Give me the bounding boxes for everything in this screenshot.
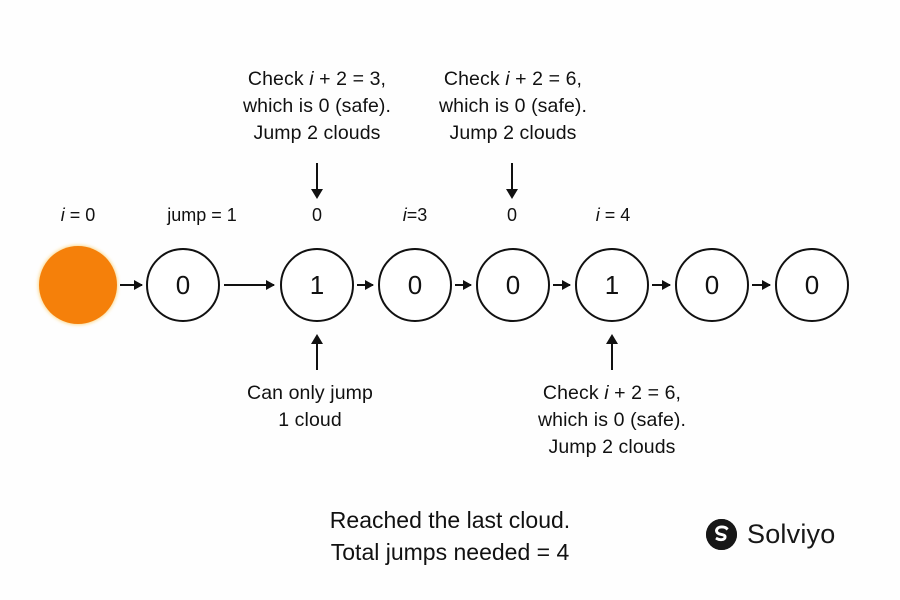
tick-label-i-3: i=3	[402, 205, 428, 225]
pointer-arrow-up-2	[611, 343, 613, 370]
cloud-4[interactable]: 0	[476, 248, 550, 322]
pointer-arrow-down-1	[316, 163, 318, 190]
tick-label-i-0: i = 0	[60, 205, 96, 225]
tick-label-jump-1: jump = 1	[167, 205, 237, 225]
cloud-start[interactable]	[39, 246, 117, 324]
note-top-right-line-3: Jump 2 clouds	[449, 122, 577, 144]
note-bottom-right-line-2: which is 0 (safe).	[537, 409, 687, 431]
note-top-left-line-1: Check i + 2 = 3,	[247, 68, 387, 90]
cloud-6[interactable]: 0	[675, 248, 749, 322]
cloud-1-value: 0	[175, 269, 191, 300]
note-top-left: Check i + 2 = 3, which is 0 (safe). Jump…	[167, 66, 467, 147]
note-top-left-line-3: Jump 2 clouds	[253, 122, 381, 144]
brand-logo: Solviyo	[706, 519, 835, 550]
cloud-1[interactable]: 0	[146, 248, 220, 322]
note-bottom-left-line-1: Can only jump	[247, 382, 373, 404]
cloud-2[interactable]: 1	[280, 248, 354, 322]
cloud-4-value: 0	[505, 269, 521, 300]
connector-5-to-6	[652, 284, 670, 286]
note-top-right-line-1: Check i + 2 = 6,	[443, 68, 583, 90]
tick-label-i-4: i = 4	[595, 205, 631, 225]
cloud-3-value: 0	[407, 269, 423, 300]
connector-3-to-4	[455, 284, 471, 286]
solviyo-s-icon	[706, 519, 737, 550]
cloud-7-value: 0	[804, 269, 820, 300]
pointer-arrow-up-1	[316, 343, 318, 370]
connector-6-to-7	[752, 284, 770, 286]
tick-label-value-0-b: 0	[506, 205, 517, 225]
note-top-right: Check i + 2 = 6, which is 0 (safe). Jump…	[363, 66, 663, 147]
cloud-7[interactable]: 0	[775, 248, 849, 322]
note-bottom-right: Check i + 2 = 6, which is 0 (safe). Jump…	[462, 380, 762, 461]
connector-1-to-2	[224, 284, 274, 286]
cloud-3[interactable]: 0	[378, 248, 452, 322]
note-top-right-line-2: which is 0 (safe).	[438, 95, 588, 117]
connector-2-to-3	[357, 284, 373, 286]
connector-4-to-5	[553, 284, 570, 286]
note-bottom-left: Can only jump 1 cloud	[160, 380, 460, 434]
summary-line-1: Reached the last cloud.	[329, 507, 571, 533]
cloud-5-value: 1	[604, 269, 620, 300]
cloud-6-value: 0	[704, 269, 720, 300]
note-top-left-line-2: which is 0 (safe).	[242, 95, 392, 117]
connector-start-to-1	[120, 284, 142, 286]
note-bottom-left-line-2: 1 cloud	[278, 409, 342, 431]
cloud-2-value: 1	[309, 269, 325, 300]
note-bottom-right-line-3: Jump 2 clouds	[548, 436, 676, 458]
note-bottom-right-line-1: Check i + 2 = 6,	[542, 382, 682, 404]
cloud-5[interactable]: 1	[575, 248, 649, 322]
tick-label-value-0-a: 0	[311, 205, 322, 225]
brand-name: Solviyo	[747, 519, 836, 549]
pointer-arrow-down-2	[511, 163, 513, 190]
summary-text: Reached the last cloud. Total jumps need…	[250, 504, 650, 568]
summary-line-2: Total jumps needed = 4	[330, 539, 570, 565]
